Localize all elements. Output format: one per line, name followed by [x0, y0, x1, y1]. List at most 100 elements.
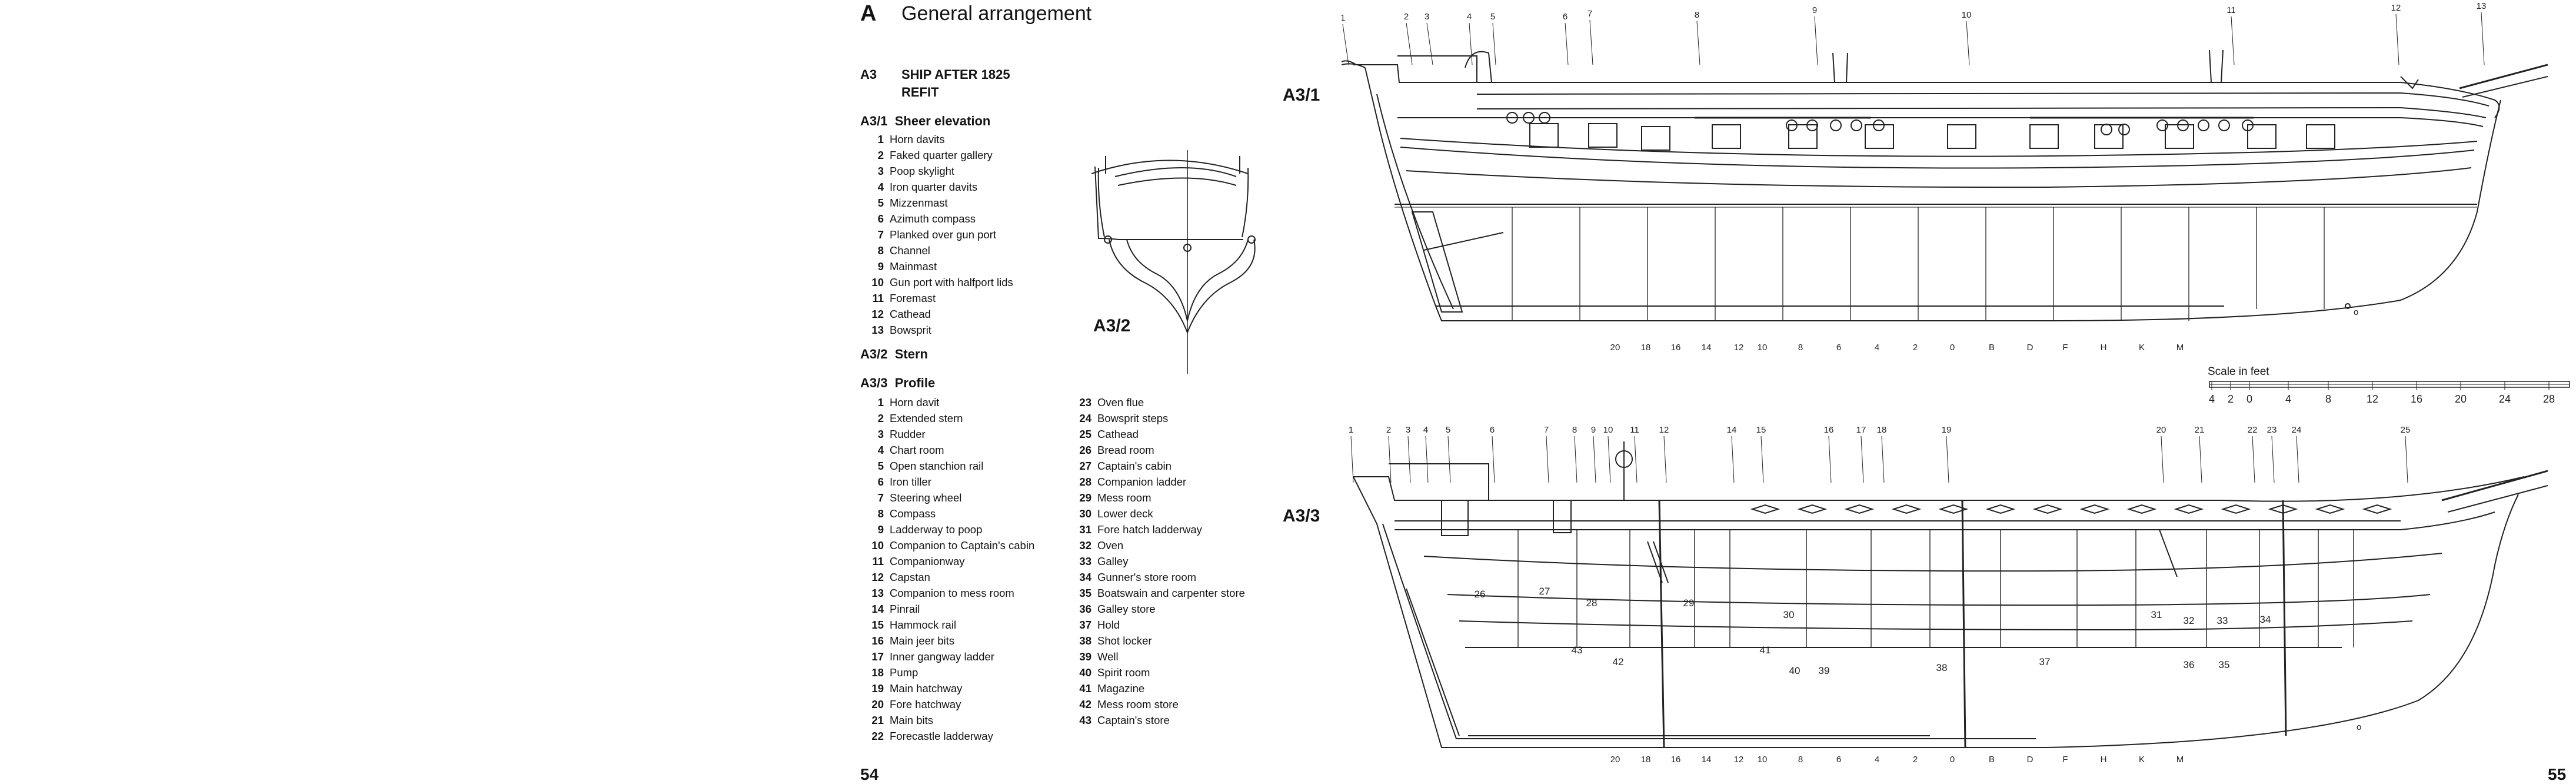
scale-tick-label: 0: [2246, 393, 2252, 405]
sheer-legend-item-label: Channel: [890, 244, 930, 257]
profile-legend-item-number: 8: [877, 507, 884, 520]
deadeye: [2198, 119, 2209, 131]
profile-legend-item-number: 18: [871, 666, 884, 679]
scale-tick-label: 4: [2209, 393, 2215, 405]
profile-legend-item-label: Fore hatchway: [890, 698, 961, 710]
deadeye: [2118, 124, 2130, 135]
hammock-rail-diamond: [2362, 504, 2392, 514]
gun-port: [1712, 124, 1741, 149]
sheer-legend-item-number: 7: [877, 228, 884, 241]
profile-legend-item-label: Pinrail: [890, 603, 920, 615]
profile-legend-item-number: 1: [877, 396, 884, 408]
deadeye: [1806, 119, 1818, 131]
profile-callout-leader: [1388, 436, 1392, 483]
heading-code: A3: [860, 67, 877, 82]
profile-legend-item-label: Capstan: [890, 571, 930, 583]
profile-legend-item-number: 16: [871, 634, 884, 647]
sheer-station-label: 20: [1610, 343, 1620, 353]
profile-label: A3/3: [1283, 506, 1320, 526]
profile-legend-item-label: Galley: [1097, 555, 1129, 567]
profile-legend-item-number: 24: [1079, 412, 1091, 424]
scale-tick-label: 12: [2367, 393, 2378, 405]
profile-room-number: 43: [1572, 645, 1583, 656]
profile-legend-item-label: Open stanchion rail: [890, 460, 984, 472]
profile-callout-leader: [1828, 436, 1832, 483]
profile-legend-item-label: Captain's store: [1097, 714, 1170, 726]
profile-callout: 21: [2195, 425, 2205, 435]
sheer-callout-leader: [1565, 22, 1569, 65]
profile-legend-item-number: 29: [1079, 491, 1091, 504]
profile-legend-item-label: Compass: [890, 507, 936, 520]
profile-callout: 8: [1572, 425, 1577, 435]
sheer-station-label: 2: [1913, 343, 1918, 353]
sheer-callout: 12: [2391, 3, 2401, 13]
profile-station-label: 20: [1610, 755, 1620, 765]
profile-hull-mark: o: [2357, 722, 2361, 732]
profile-legend-item-label: Steering wheel: [890, 491, 962, 504]
profile-legend-item: 39 Well: [1068, 649, 1245, 665]
profile-legend-item-number: 39: [1079, 650, 1091, 663]
sheer-title: Sheer elevation: [894, 114, 991, 128]
gun-port: [1865, 124, 1894, 149]
deadeye: [1786, 119, 1798, 131]
profile-room-number: 31: [2151, 609, 2162, 620]
profile-callout: 6: [1490, 425, 1495, 435]
profile-callout: 15: [1756, 425, 1766, 435]
profile-legend-item-label: Oven: [1097, 539, 1124, 552]
sheer-legend-item-number: 9: [877, 260, 884, 273]
gun-port: [1947, 124, 1976, 149]
profile-legend-item-number: 3: [877, 428, 884, 440]
profile-callout: 25: [2401, 425, 2411, 435]
hammock-rail-diamond: [1891, 504, 1922, 514]
profile-callout-leader: [1881, 436, 1885, 483]
scale-tick-label: 24: [2499, 393, 2511, 405]
profile-code: A3/3: [860, 376, 888, 390]
sheer-callout: 9: [1812, 5, 1817, 15]
sheer-hull-mark: o: [2354, 307, 2358, 317]
profile-legend-item-label: Lower deck: [1097, 507, 1153, 520]
hammock-rail-diamond: [2268, 504, 2298, 514]
profile-legend-item-label: Oven flue: [1097, 396, 1144, 408]
profile-room-number: 34: [2260, 614, 2271, 625]
heading-title-line2: REFIT: [901, 85, 939, 99]
gun-port: [2247, 124, 2277, 149]
profile-room-number: 27: [1539, 586, 1550, 597]
profile-legend-item-label: Inner gangway ladder: [890, 650, 994, 663]
profile-callout: 19: [1942, 425, 1952, 435]
profile-callout-leader: [1731, 436, 1735, 483]
profile-legend-item-number: 36: [1079, 603, 1091, 615]
profile-station-label: B: [1989, 755, 1995, 765]
hammock-rail-diamond: [2315, 504, 2345, 514]
sheer-callout-leader: [1426, 22, 1433, 65]
profile-legend-item-label: Cathead: [1097, 428, 1139, 440]
profile-room-number: 36: [2184, 659, 2195, 670]
profile-callout-leader: [1663, 436, 1667, 483]
sheer-legend-item-label: Horn davits: [890, 133, 945, 145]
hammock-rail-diamond: [1750, 504, 1780, 514]
profile-legend-item-label: Well: [1097, 650, 1119, 663]
hammock-rail-diamond: [2221, 504, 2251, 514]
profile-callout: 24: [2292, 425, 2302, 435]
profile-legend-item-label: Companion to Captain's cabin: [890, 539, 1035, 552]
profile-callout-leader: [1946, 436, 1949, 483]
deadeye: [1830, 119, 1842, 131]
profile-callout: 23: [2267, 425, 2277, 435]
profile-callout: 14: [1727, 425, 1737, 435]
profile-callout-leader: [1574, 436, 1577, 483]
